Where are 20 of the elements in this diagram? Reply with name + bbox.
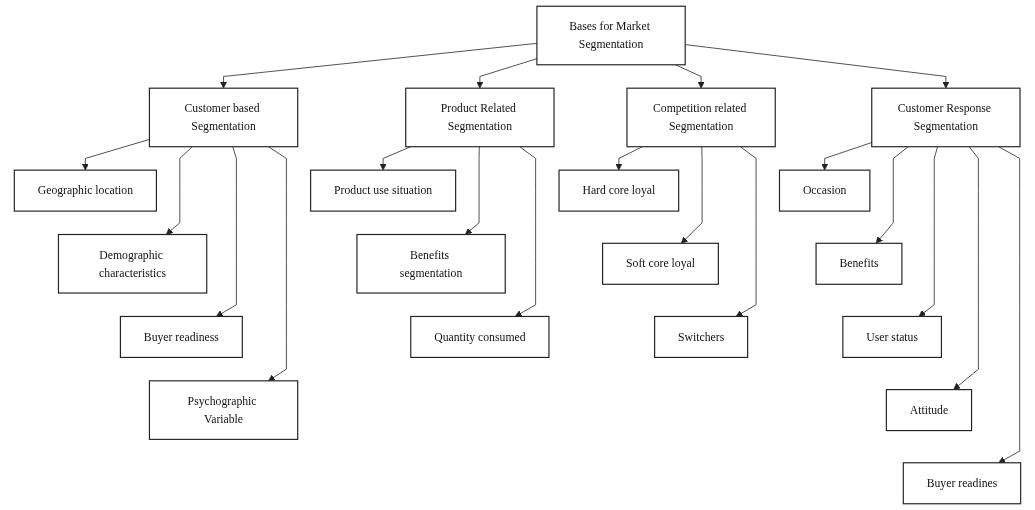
node-box: Switchers	[654, 315, 749, 358]
node-box: Product use situation	[310, 169, 457, 212]
node-box: Bases for Market Segmentation	[536, 5, 686, 66]
node-box: Occasion	[778, 169, 871, 212]
node-box: Demographic characteristics	[57, 233, 208, 294]
node-box: Soft core loyal	[602, 242, 719, 285]
node-box: Hard core loyal	[558, 169, 680, 212]
node-box: Quantity consumed	[410, 315, 550, 358]
node-box: Buyer readines	[902, 462, 1022, 505]
node-box: Product Related Segmentation	[405, 87, 555, 148]
node-box: Customer based Segmentation	[148, 87, 299, 148]
node-box: Psychographic Variable	[148, 380, 299, 440]
node-box: Benefits segmentation	[356, 233, 506, 294]
node-box: Customer Response Segmentation	[871, 87, 1021, 148]
node-box: Buyer readiness	[119, 315, 243, 358]
node-box: Competition related Segmentation	[626, 87, 776, 148]
node-box: Benefits	[815, 242, 903, 285]
node-box: User status	[842, 315, 942, 358]
node-box: Attitude	[885, 389, 973, 432]
node-box: Geographic location	[13, 169, 157, 212]
